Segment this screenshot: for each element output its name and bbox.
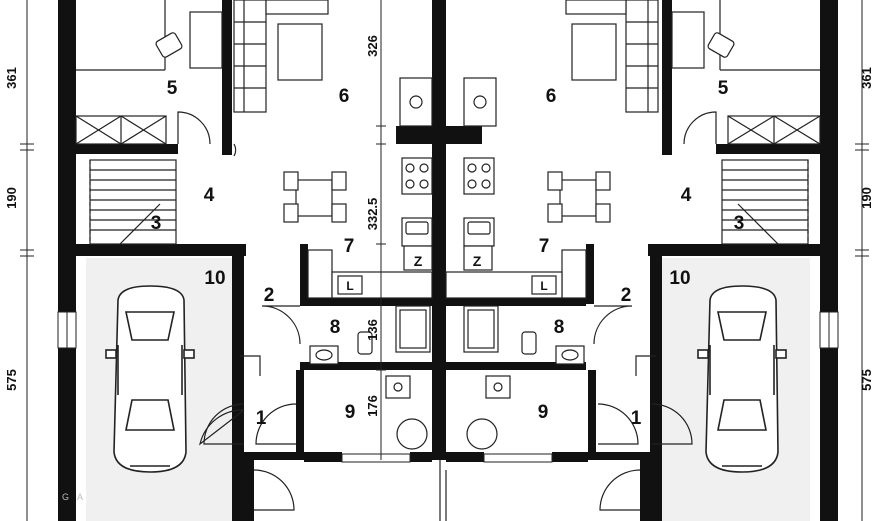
kitchens: [307, 77, 587, 299]
dim-outer-left-3: 575: [4, 369, 19, 391]
dim-center-4: 176: [365, 395, 380, 417]
storage-units: [75, 115, 821, 145]
room-label-garage-right: 10: [669, 268, 690, 289]
room-label-living-right: 6: [546, 86, 557, 107]
room-label-corridor-left: 2: [264, 285, 275, 306]
room-label-hall-left: 4: [204, 185, 215, 206]
dimension-lines: [20, 0, 869, 521]
room-label-kitchen-right: 7: [539, 236, 550, 257]
room-label-corridor-right: 2: [621, 285, 632, 306]
living-furniture: [233, 0, 659, 113]
fridge-label-left: Z: [414, 253, 423, 269]
dim-center-3: 136: [365, 319, 380, 341]
dimension-labels: 361 190 575 361 190 575 326 332.5 136 17…: [4, 35, 874, 417]
room-label-utility-left: 9: [345, 402, 356, 423]
room-labels: 5 6 4 3 7 10 2 8 1 9 6 5 4 3 7 10 2 8 1 …: [151, 78, 745, 429]
room-label-bedroom-right: 5: [718, 78, 729, 99]
partitions: [76, 0, 820, 521]
dining-sets: [283, 171, 611, 223]
dim-outer-right-3: 575: [859, 369, 874, 391]
dim-outer-left-2: 190: [4, 187, 19, 209]
room-label-wc-right: 8: [554, 317, 565, 338]
room-label-entry-left: 1: [256, 408, 267, 429]
watermark: G A: [62, 492, 86, 502]
room-label-garage-left: 10: [204, 268, 225, 289]
car-right: [697, 285, 787, 473]
walls: [58, 0, 838, 521]
dim-center-2: 332.5: [365, 198, 380, 231]
room-label-kitchen-left: 7: [344, 236, 355, 257]
dim-outer-right-2: 190: [859, 187, 874, 209]
room-label-living-left: 6: [339, 86, 350, 107]
car-left: [105, 285, 195, 473]
room-label-wc-left: 8: [330, 317, 341, 338]
oven-label-right: L: [540, 279, 547, 293]
fridge-label-right: Z: [473, 253, 482, 269]
fixture-labels: Z Z L L: [346, 253, 547, 293]
bathroom-fixtures: [309, 305, 585, 450]
dim-outer-right-1: 361: [859, 67, 874, 89]
dim-center-1: 326: [365, 35, 380, 57]
windows: [57, 311, 839, 463]
doors: [177, 111, 717, 511]
desks: [155, 11, 735, 69]
room-label-bedroom-left: 5: [167, 78, 178, 99]
room-label-stairs-right: 3: [734, 213, 745, 234]
room-label-entry-right: 1: [631, 408, 642, 429]
room-label-stairs-left: 3: [151, 213, 162, 234]
room-label-hall-right: 4: [681, 185, 692, 206]
oven-label-left: L: [346, 279, 353, 293]
dim-outer-left-1: 361: [4, 67, 19, 89]
room-label-utility-right: 9: [538, 402, 549, 423]
